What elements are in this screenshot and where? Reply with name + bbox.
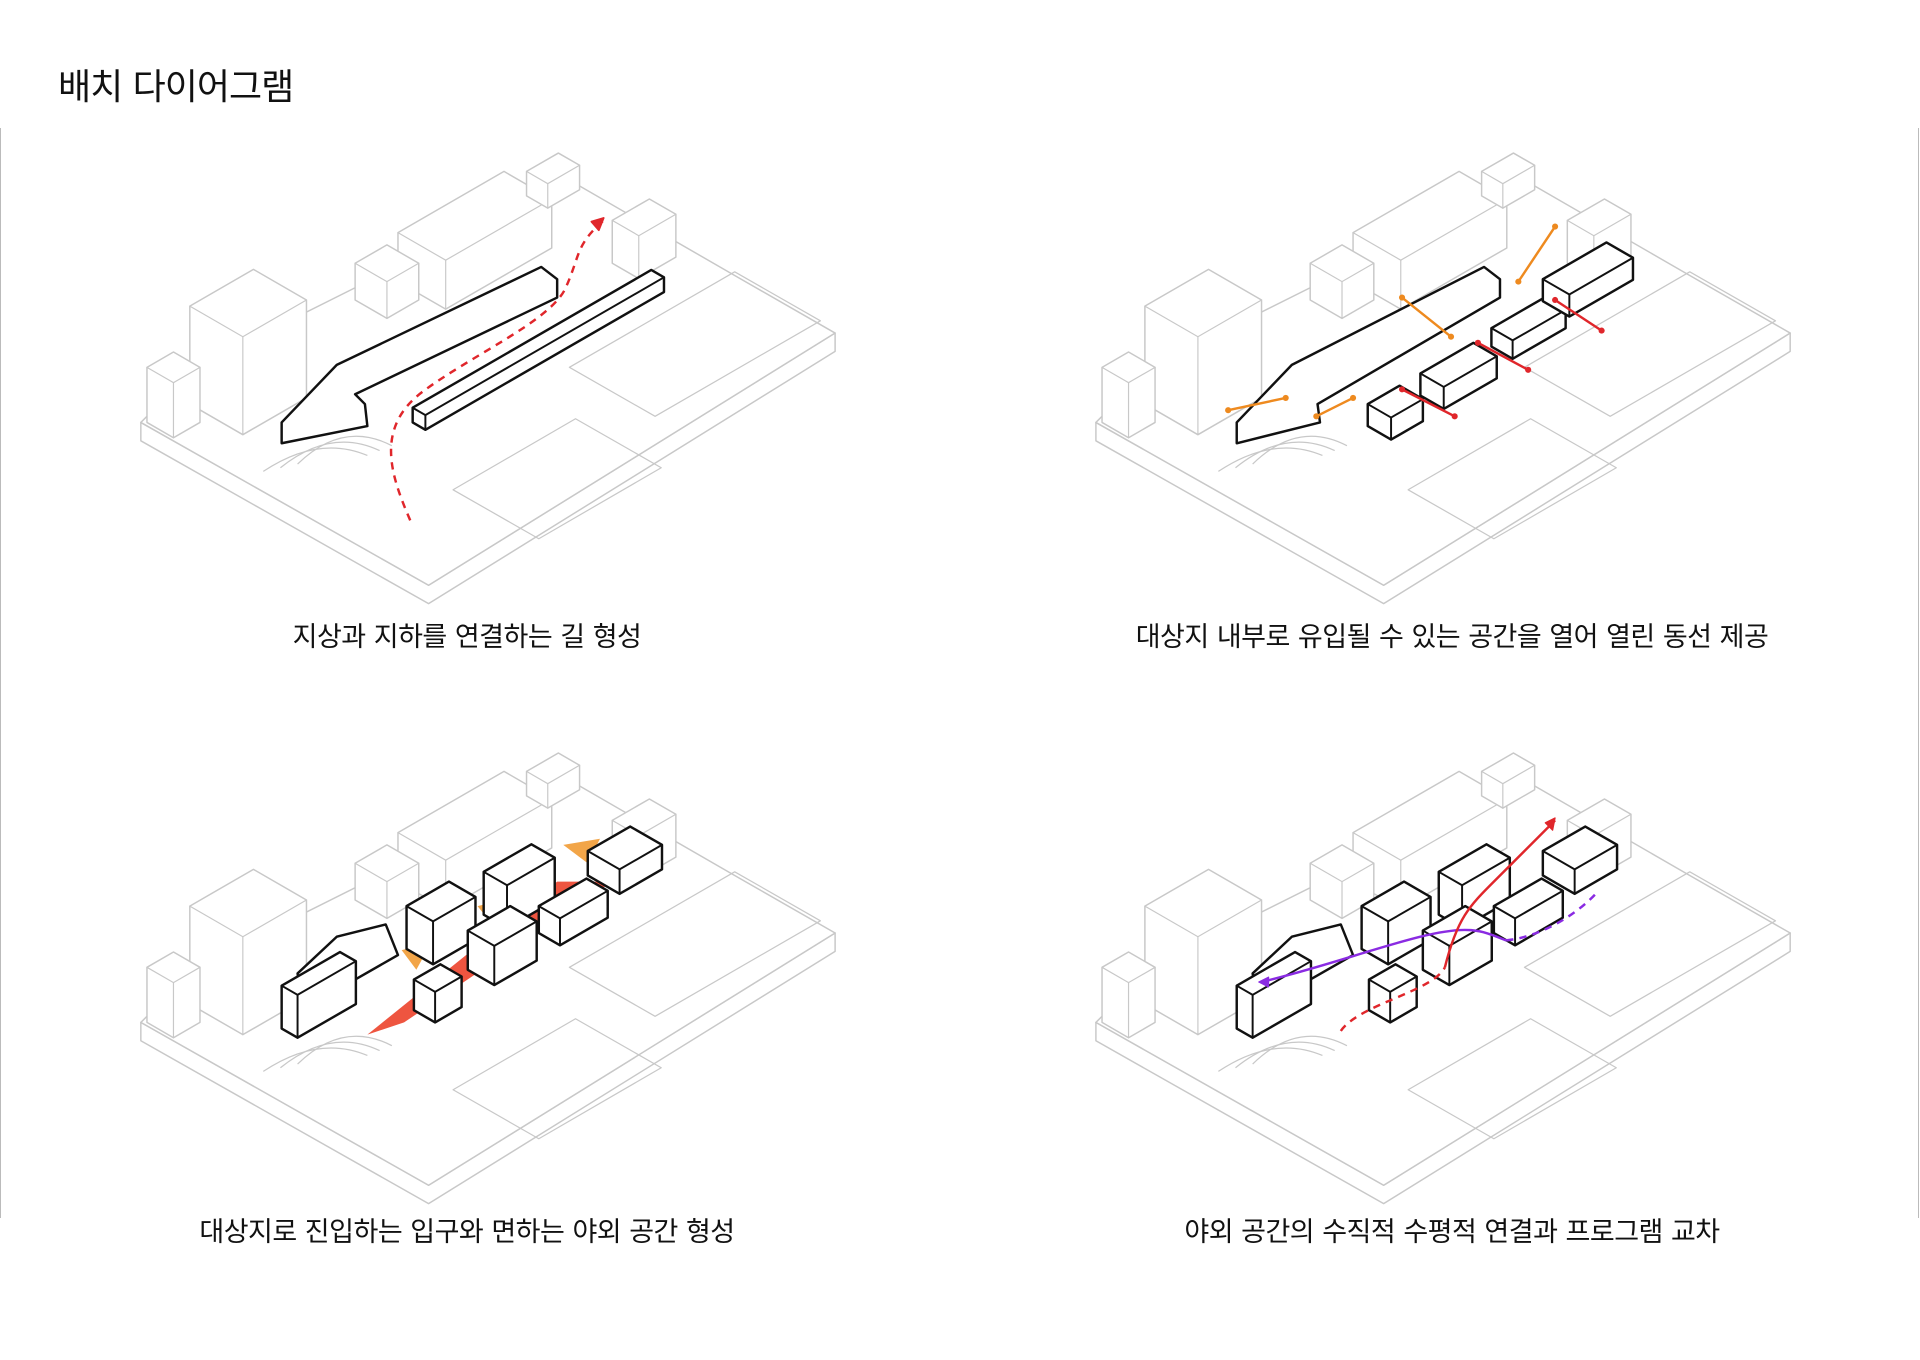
left-border (0, 128, 1, 1218)
node-dot (1474, 339, 1482, 346)
plaza-arc (297, 1035, 393, 1065)
mass-linear-west (1235, 265, 1502, 445)
node-dot (1552, 223, 1559, 230)
mass-box (412, 963, 463, 1024)
plaza-arc (1252, 435, 1348, 465)
mass-box (1541, 825, 1619, 896)
path-orange-connection (1517, 225, 1557, 283)
mass-box-outline (1421, 904, 1493, 987)
context-block (1309, 244, 1375, 320)
node-dot (1313, 413, 1320, 420)
parking-area (1407, 1018, 1617, 1140)
mass-box (280, 950, 358, 1039)
mass-box-outline (1492, 877, 1565, 947)
caption-1: 지상과 지하를 연결하는 길 형성 (292, 622, 642, 653)
mass-box (1419, 341, 1498, 411)
caption-3: 대상지로 진입하는 입구와 면하는 야외 공간 형성 (199, 1217, 735, 1248)
plaza-arc (297, 435, 393, 465)
diagram-panel-3 (140, 752, 836, 1205)
path-orange-connection (1315, 396, 1355, 418)
path-red-vertical (1443, 819, 1556, 968)
mass-box (1541, 241, 1635, 318)
context-block (525, 152, 581, 209)
context-block (1480, 752, 1536, 809)
parking-area (1407, 418, 1617, 540)
mass-box-outline (466, 904, 538, 987)
diagram-panel-2 (1095, 152, 1791, 605)
mass-box-outline (1366, 384, 1425, 441)
node-dot (1398, 294, 1406, 301)
path-purple-dashed (1505, 890, 1599, 942)
plaza-arc (280, 441, 380, 469)
context-block-west (146, 951, 201, 1039)
mass-box-outline (1367, 963, 1418, 1024)
path-red-connection (1400, 388, 1456, 418)
node-dot (1447, 333, 1455, 340)
node-dot (1349, 394, 1357, 402)
path-dashed-red (389, 219, 605, 521)
parking-area (452, 1018, 662, 1140)
mass-box (1367, 963, 1418, 1024)
mass-box-outline (412, 963, 463, 1024)
path-purple-horizontal (1260, 928, 1507, 984)
context-block-west (146, 351, 201, 439)
mass-box-outline (586, 825, 664, 896)
caption-2: 대상지 내부로 유입될 수 있는 공간을 열어 열린 동선 제공 (1135, 622, 1769, 653)
right-border (1918, 128, 1919, 1218)
parking-area (568, 271, 822, 417)
mass-box-outline (1419, 341, 1498, 411)
path-orange-connection (1226, 396, 1287, 412)
context-tower (189, 268, 308, 436)
mass-box-outline (1541, 825, 1619, 896)
node-dot (1552, 296, 1559, 304)
mass-box (537, 877, 609, 947)
diagram-panel-1 (140, 152, 836, 605)
plaza-arc (1235, 441, 1335, 469)
node-dot (1525, 366, 1532, 373)
mass-linear-west (280, 265, 559, 445)
mass-box (1366, 384, 1425, 441)
path-red-connection (1553, 298, 1603, 332)
mass-box (466, 904, 538, 987)
parking-area (568, 871, 822, 1017)
node-dot (1282, 394, 1289, 402)
plaza-arc (1235, 1041, 1335, 1069)
path-red-connection (1476, 341, 1530, 372)
mass-linear-east (411, 268, 666, 432)
mass-box (1360, 880, 1432, 966)
parking-area (452, 418, 662, 540)
arrow-head-icon (1544, 817, 1556, 831)
mass-box-outline (537, 877, 609, 947)
context-block (354, 244, 420, 320)
arrow-head-icon (590, 217, 605, 232)
context-block-east (611, 198, 677, 280)
parking-area (1523, 271, 1777, 417)
arrow-head-icon (1258, 976, 1270, 988)
path-red-dashed (1339, 966, 1446, 1032)
diagram-panel-4 (1095, 752, 1791, 1205)
context-block-west (1101, 951, 1156, 1039)
mass-box-outline (1541, 241, 1635, 318)
path-orange-connection (1400, 296, 1453, 338)
plaza-arc (1252, 1035, 1348, 1065)
context-block-west (1101, 351, 1156, 439)
node-dot (1598, 327, 1605, 334)
mass-box (1492, 877, 1565, 947)
plaza-arc (280, 1041, 380, 1069)
node-dot (1398, 386, 1406, 393)
caption-4: 야외 공간의 수직적 수평적 연결과 프로그램 교차 (1184, 1217, 1720, 1248)
node-dot (1515, 278, 1522, 285)
mass-box-outline (280, 950, 358, 1039)
context-block (1480, 152, 1536, 209)
page-title: 배치 다이어그램 (58, 67, 294, 108)
context-block (525, 752, 581, 809)
parking-area (1523, 871, 1777, 1017)
node-dot (1451, 413, 1458, 420)
mass-box (586, 825, 664, 896)
context-block-east-outline (611, 198, 677, 280)
node-dot (1225, 407, 1232, 414)
